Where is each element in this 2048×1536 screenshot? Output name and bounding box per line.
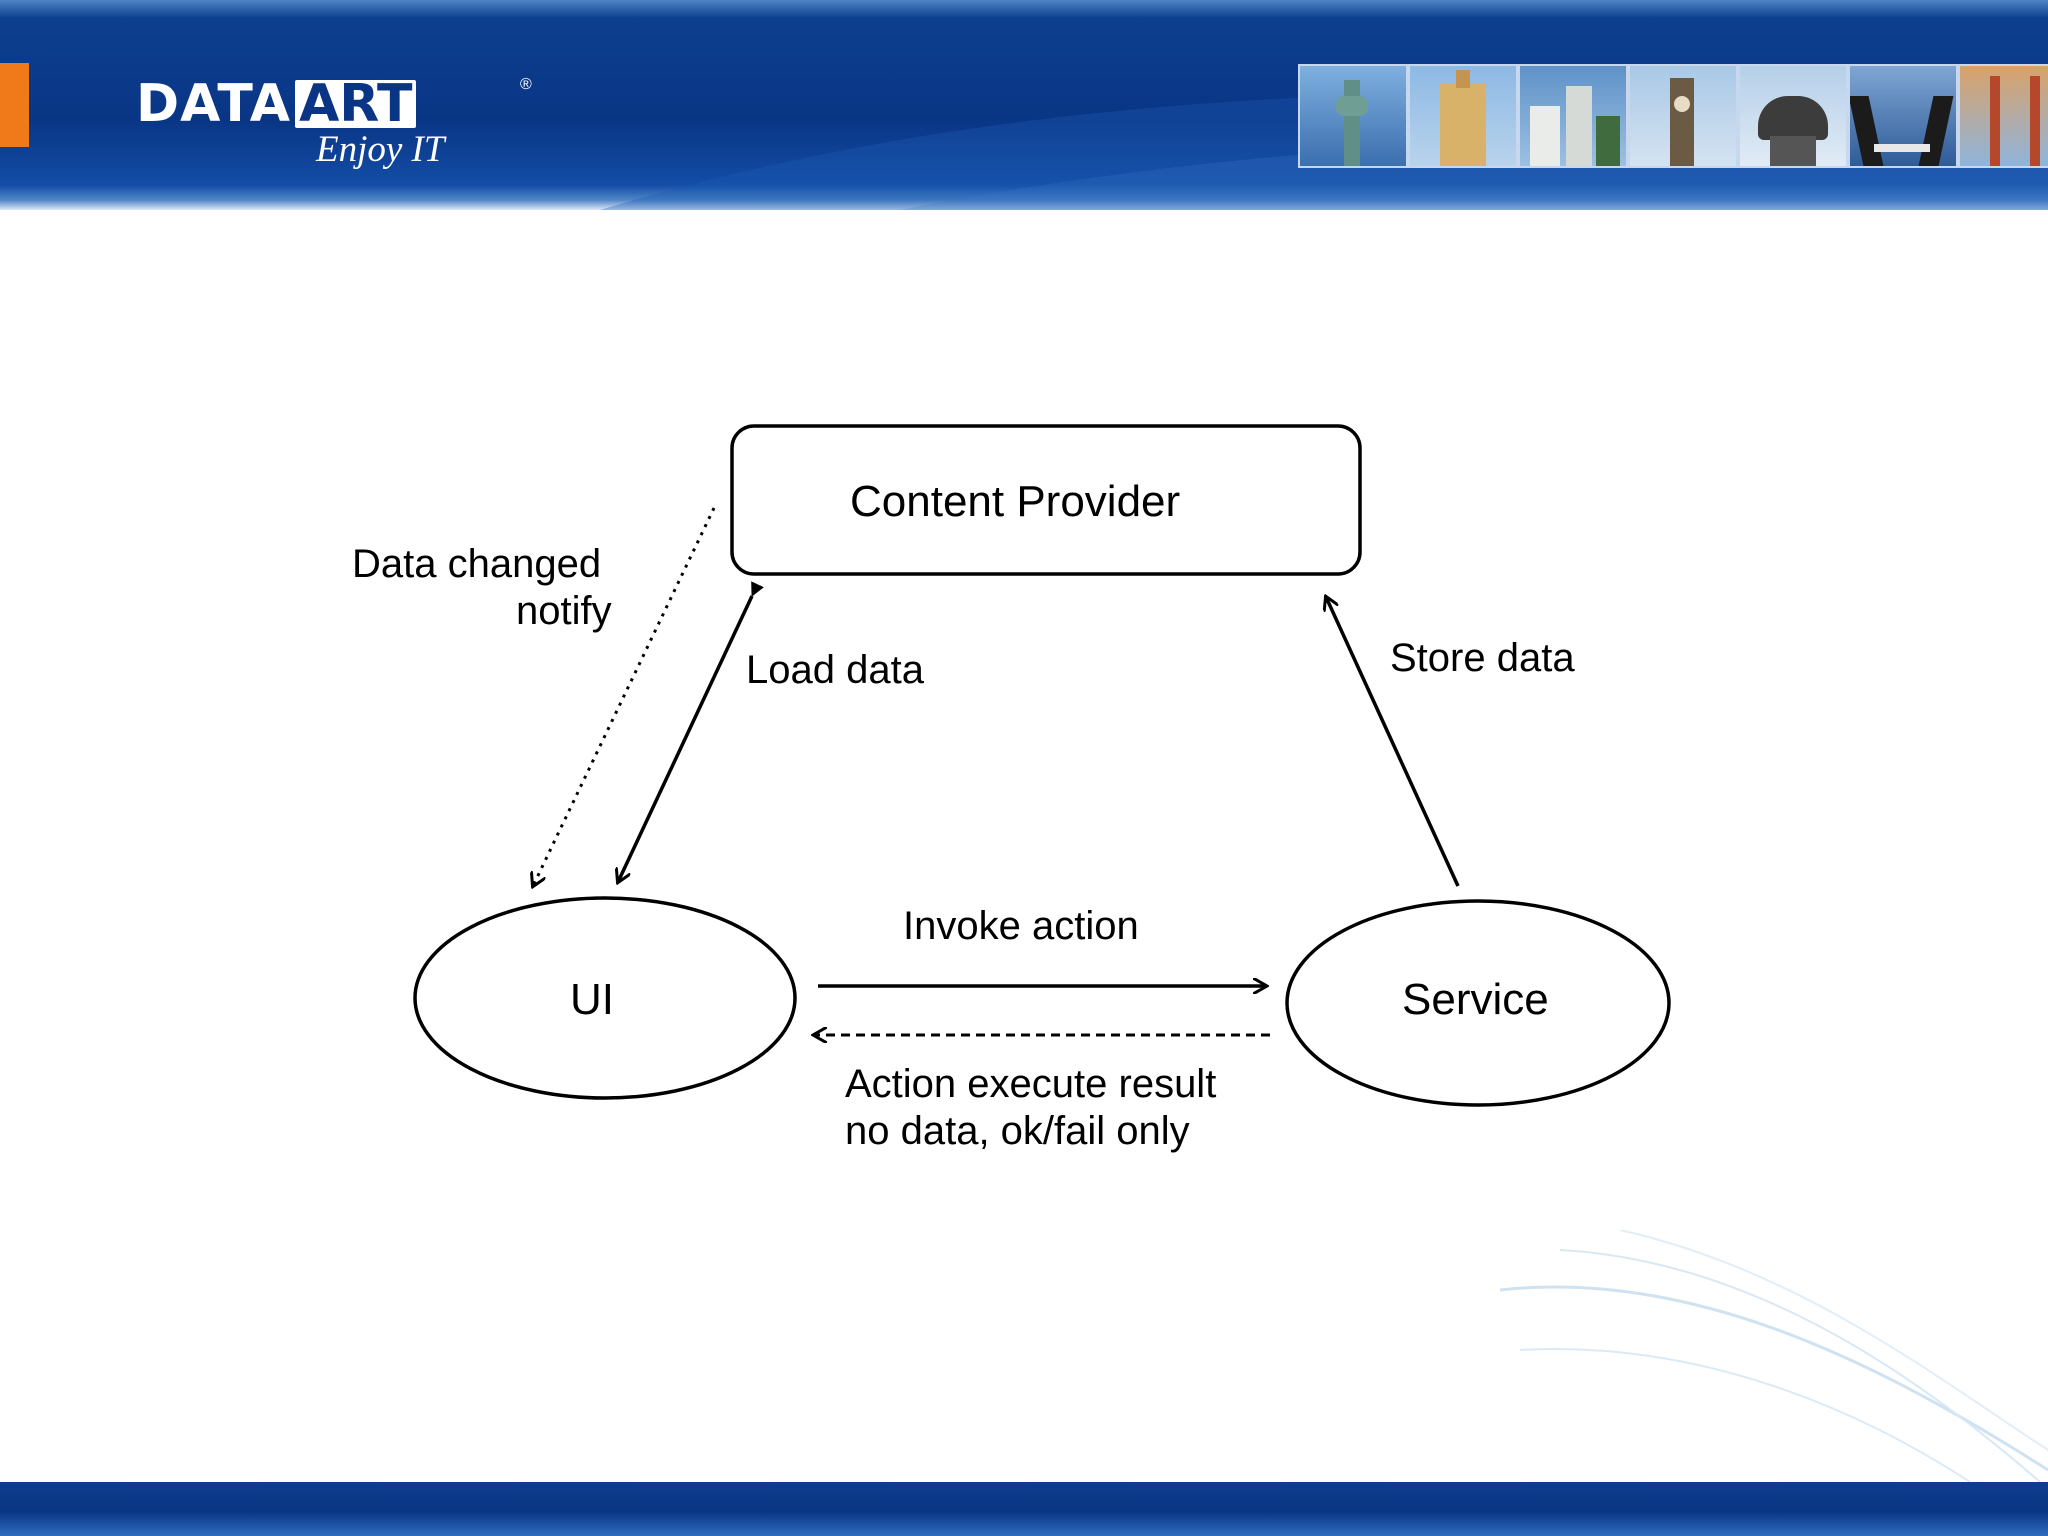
content-provider-label: Content Provider bbox=[850, 477, 1181, 526]
tagline: Enjoy IT bbox=[316, 129, 445, 170]
photo-city-skyline bbox=[1520, 66, 1626, 166]
logo-data-text: DATA bbox=[136, 74, 292, 134]
photo-tower-building bbox=[1410, 66, 1516, 166]
ui-label: UI bbox=[570, 975, 614, 1024]
data-changed-label-line2: notify bbox=[516, 589, 612, 633]
accent-tab bbox=[0, 63, 29, 147]
photo-strip bbox=[1298, 64, 2048, 168]
content-provider-node bbox=[730, 424, 1362, 576]
load-data-arrow bbox=[618, 596, 752, 882]
service-node bbox=[1285, 899, 1671, 1107]
dataart-logo: DATA ART bbox=[136, 74, 417, 134]
logo-art-text: ART bbox=[295, 78, 417, 130]
load-data-label: Load data bbox=[746, 648, 924, 692]
store-data-label: Store data bbox=[1390, 636, 1575, 680]
service-label: Service bbox=[1402, 975, 1549, 1024]
ui-node bbox=[413, 896, 797, 1100]
action-result-label: Action execute result bbox=[845, 1062, 1217, 1106]
store-data-arrow bbox=[1326, 597, 1460, 887]
photo-big-ben bbox=[1630, 66, 1736, 166]
data-changed-label: Data changed bbox=[352, 542, 602, 586]
action-result-label-line2: no data, ok/fail only bbox=[845, 1109, 1190, 1153]
photo-drawbridge bbox=[1850, 66, 1956, 166]
background-swoosh bbox=[1500, 1230, 2048, 1482]
header-banner: DATA ART ® Enjoy IT bbox=[0, 0, 2048, 210]
registered-mark: ® bbox=[520, 76, 532, 93]
photo-golden-gate-bridge bbox=[1960, 66, 2048, 166]
photo-statue-of-liberty bbox=[1300, 66, 1406, 166]
photo-monument-ship bbox=[1740, 66, 1846, 166]
footer-bar bbox=[0, 1482, 2048, 1536]
invoke-action-label: Invoke action bbox=[903, 904, 1139, 948]
